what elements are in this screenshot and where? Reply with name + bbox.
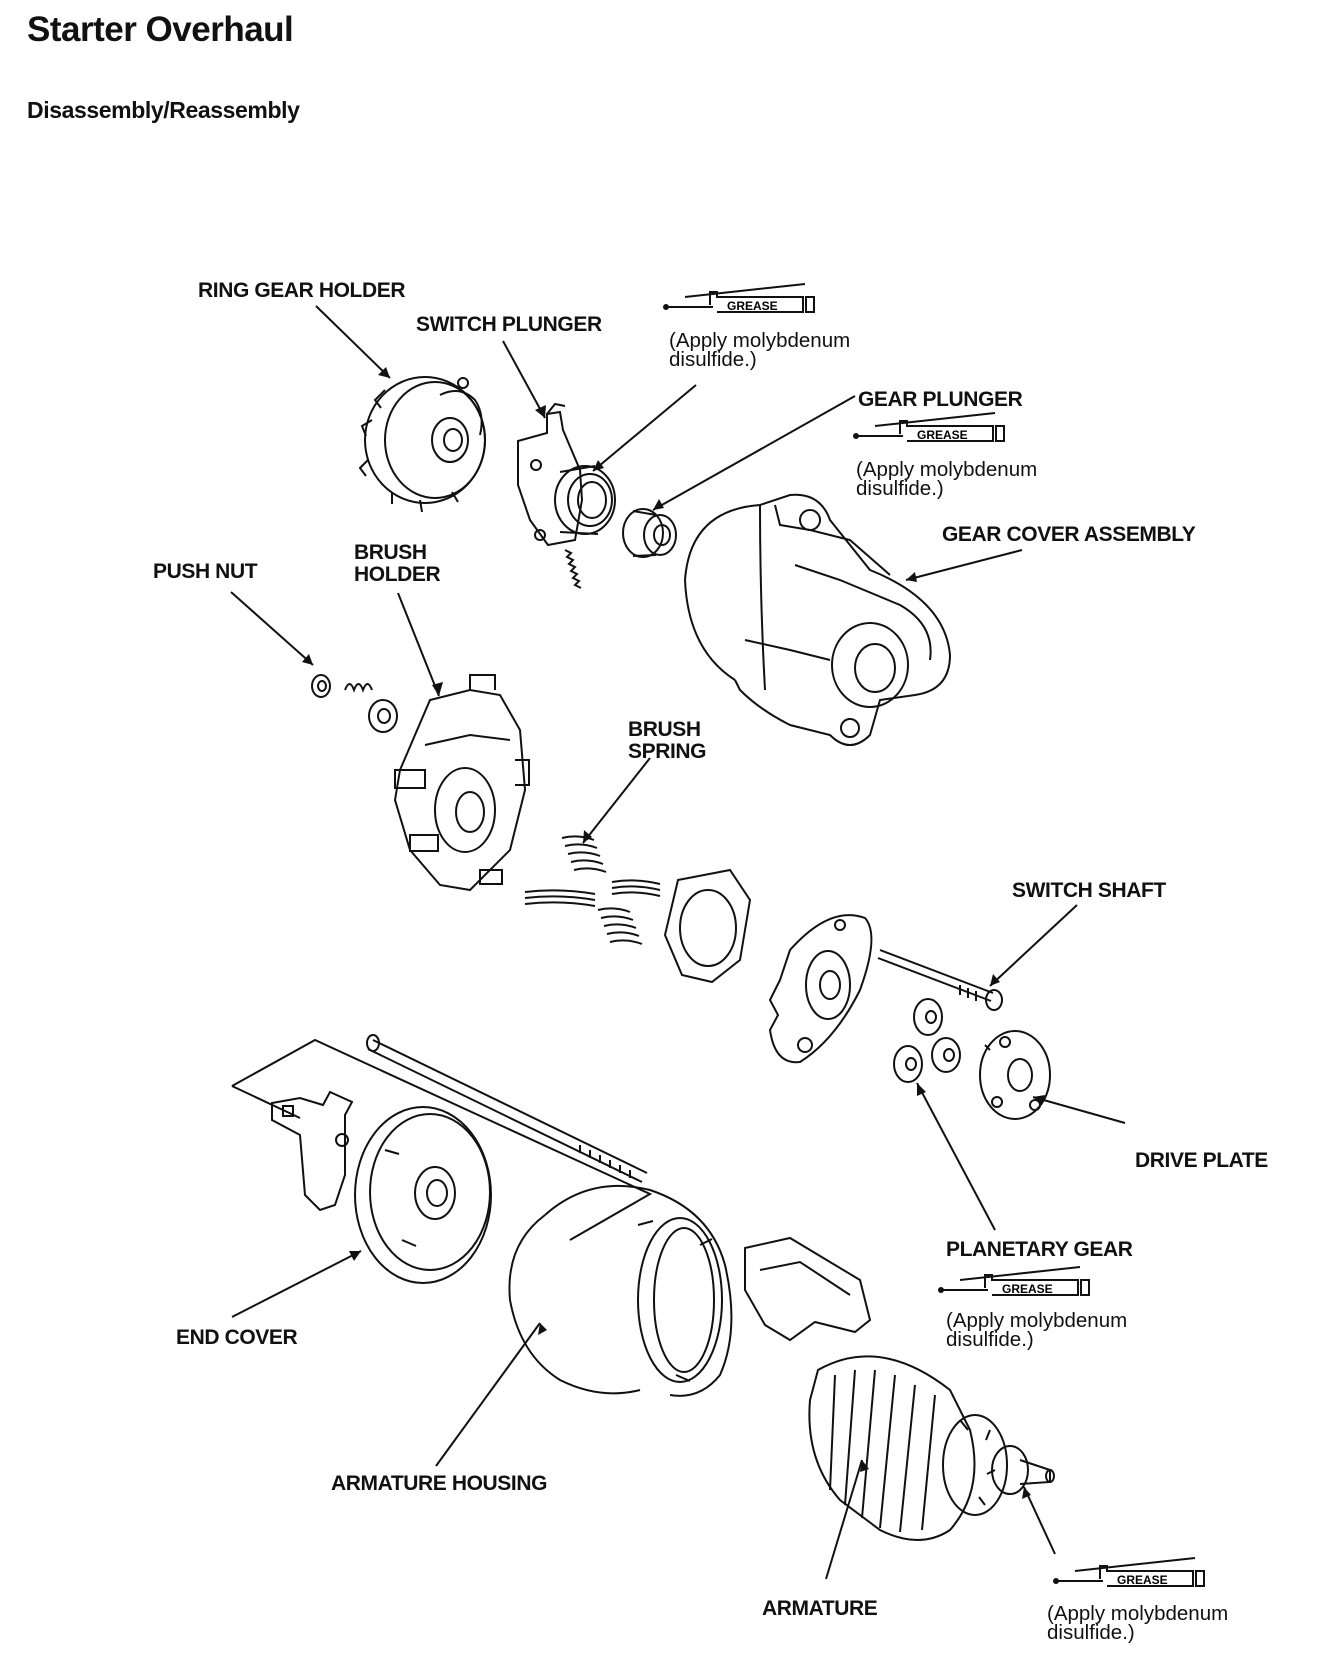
grease-gun-icon: GREASE: [937, 1266, 1090, 1296]
svg-text:GREASE: GREASE: [727, 299, 778, 313]
svg-text:GREASE: GREASE: [1117, 1573, 1168, 1587]
label-end-cover: END COVER: [176, 1326, 298, 1349]
page-subtitle: Disassembly/Reassembly: [27, 97, 300, 123]
label-gear-plunger: GEAR PLUNGER: [858, 388, 1023, 411]
label-gear-cover-assembly: GEAR COVER ASSEMBLY: [942, 523, 1196, 546]
svg-text:GREASE: GREASE: [1002, 1282, 1053, 1296]
label-push-nut: PUSH NUT: [153, 560, 258, 583]
label-ring-gear-holder: RING GEAR HOLDER: [198, 279, 406, 302]
label-armature: ARMATURE: [762, 1597, 878, 1620]
grease-gun-icon: GREASE: [1052, 1557, 1205, 1587]
label-armature-housing: ARMATURE HOUSING: [331, 1472, 548, 1495]
label-planetary-gear: PLANETARY GEAR: [946, 1238, 1133, 1261]
page-title: Starter Overhaul: [27, 10, 294, 49]
label-switch-shaft: SWITCH SHAFT: [1012, 879, 1166, 902]
svg-text:GREASE: GREASE: [917, 428, 968, 442]
label-drive-plate: DRIVE PLATE: [1135, 1149, 1268, 1172]
label-switch-plunger: SWITCH PLUNGER: [416, 313, 602, 336]
grease-gun-icon: GREASE: [662, 283, 815, 313]
grease-gun-icon: GREASE: [852, 412, 1005, 442]
